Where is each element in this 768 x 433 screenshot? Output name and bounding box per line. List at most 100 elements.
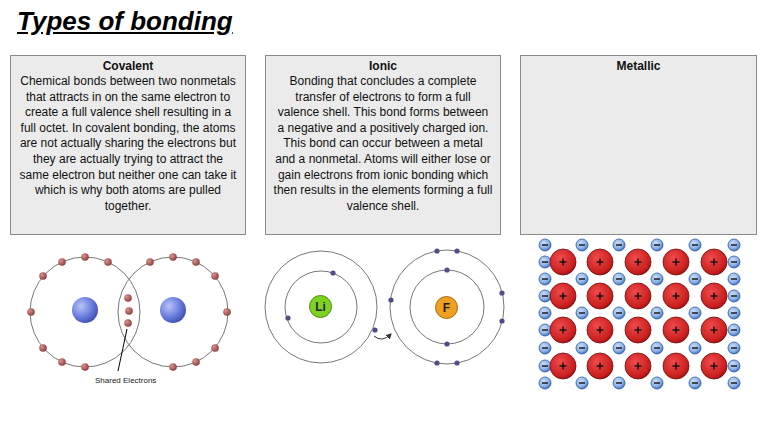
electron	[613, 273, 625, 285]
electron	[539, 290, 551, 302]
electron	[651, 342, 663, 354]
electron	[539, 342, 551, 354]
electron	[124, 319, 132, 327]
positive-ion	[625, 317, 651, 343]
electron	[539, 307, 551, 319]
electron	[211, 344, 219, 352]
electron	[539, 273, 551, 285]
electron	[434, 360, 439, 365]
positive-ion	[587, 317, 613, 343]
electron-shell	[410, 270, 484, 344]
nucleus	[160, 297, 186, 323]
electron	[39, 272, 47, 280]
element-symbol: Li	[315, 301, 326, 313]
electron	[285, 315, 290, 320]
bond-type-box: CovalentChemical bonds between two nonme…	[10, 55, 246, 235]
positive-ion	[550, 283, 576, 309]
electron	[728, 360, 740, 372]
covalent-illustration	[27, 253, 231, 371]
bond-type-box: IonicBonding that concludes a complete t…	[265, 55, 501, 235]
electron	[444, 267, 449, 272]
element-symbol: F	[443, 302, 450, 314]
electron	[613, 239, 625, 251]
electron	[81, 253, 89, 261]
electron	[539, 256, 551, 268]
electron	[728, 342, 740, 354]
electron	[372, 327, 377, 332]
electron	[689, 377, 701, 389]
electron	[689, 239, 701, 251]
electron	[651, 239, 663, 251]
electron	[651, 377, 663, 389]
electron	[454, 248, 459, 253]
positive-ion	[663, 317, 689, 343]
electron	[689, 273, 701, 285]
electron	[211, 272, 219, 280]
positive-ion	[701, 317, 727, 343]
electron	[689, 307, 701, 319]
electron-shell	[265, 251, 377, 363]
electron	[192, 258, 200, 266]
positive-ion	[587, 249, 613, 275]
electron	[651, 307, 663, 319]
electron	[499, 318, 504, 323]
electron	[454, 360, 459, 365]
metallic-lattice	[539, 239, 740, 389]
positive-ion	[587, 283, 613, 309]
callout-label: Shared Electrons	[95, 376, 156, 386]
electron	[444, 341, 449, 346]
positive-ion	[587, 353, 613, 379]
positive-ion	[550, 317, 576, 343]
electron	[39, 344, 47, 352]
electron	[539, 239, 551, 251]
positive-ion	[663, 353, 689, 379]
electrons	[285, 248, 504, 365]
positive-ion	[663, 249, 689, 275]
electron	[728, 239, 740, 251]
electrons	[27, 253, 231, 371]
electron	[728, 377, 740, 389]
box-body: Chemical bonds between two nonmetals tha…	[18, 74, 238, 214]
electron	[576, 377, 588, 389]
atom-nucleus: F	[435, 296, 458, 319]
electron	[613, 307, 625, 319]
electron	[728, 256, 740, 268]
electron	[27, 308, 35, 316]
electron-shell	[390, 250, 504, 364]
electron	[539, 324, 551, 336]
electron	[434, 248, 439, 253]
electron	[728, 307, 740, 319]
box-heading: Covalent	[18, 59, 238, 74]
bond-type-box: Metallic	[520, 55, 757, 235]
nucleus	[72, 297, 98, 323]
electron	[728, 273, 740, 285]
electron	[576, 239, 588, 251]
electron	[651, 273, 663, 285]
positive-ion	[701, 249, 727, 275]
electron	[124, 294, 132, 302]
electron	[330, 270, 335, 275]
ionic-illustration	[265, 248, 505, 365]
electron	[58, 258, 66, 266]
box-heading: Metallic	[528, 59, 749, 74]
electron	[169, 363, 177, 371]
title: Types of bonding	[17, 6, 233, 37]
electron	[613, 377, 625, 389]
electron	[169, 253, 177, 261]
electron	[192, 358, 200, 366]
positive-ion	[625, 353, 651, 379]
electron	[689, 342, 701, 354]
electron	[539, 377, 551, 389]
electron	[728, 324, 740, 336]
positive-ion	[663, 283, 689, 309]
box-heading: Ionic	[273, 59, 493, 74]
electron	[499, 290, 504, 295]
electron	[104, 258, 112, 266]
electron	[81, 363, 89, 371]
electron	[146, 258, 154, 266]
transfer-arrow	[374, 334, 391, 339]
electron	[125, 307, 133, 315]
electron	[58, 358, 66, 366]
